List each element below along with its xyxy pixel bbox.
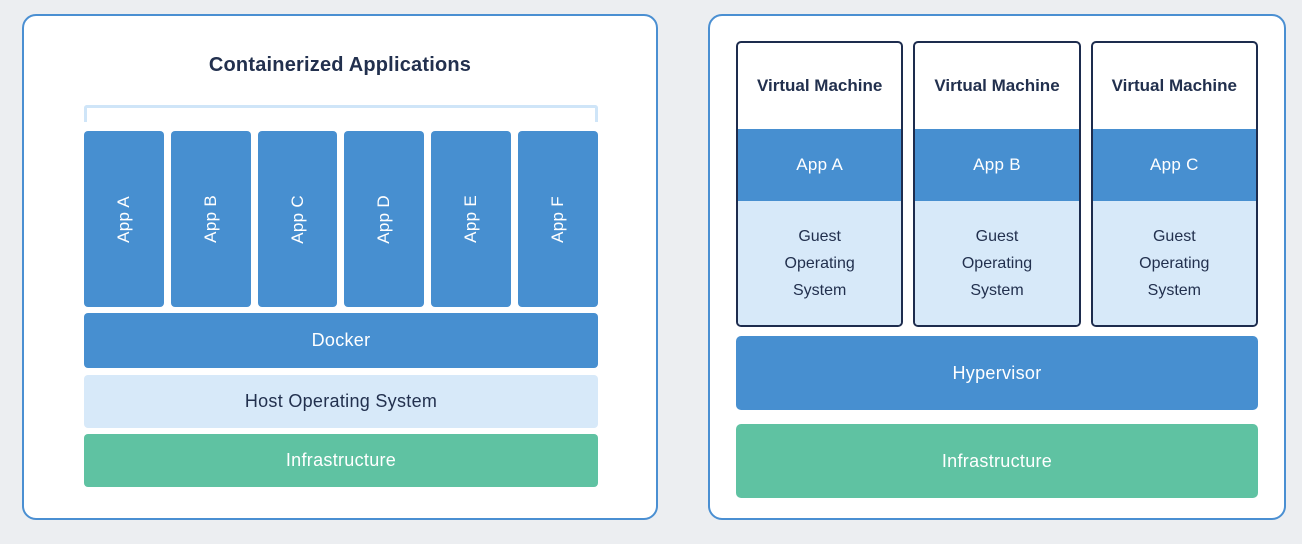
vm-guest-os-label: Guest Operating System (1139, 227, 1210, 299)
app-label: App C (287, 194, 307, 244)
apps-row: App A App B App C App D App E App F (84, 131, 598, 307)
vm-guest-os-label: Guest Operating System (784, 227, 855, 299)
host-os-layer-label: Host Operating System (244, 391, 438, 411)
app-label: App B (200, 195, 220, 243)
containers-panel: Containerized Applications App A App B A… (22, 14, 658, 520)
containers-panel-title: Containerized Applications (208, 54, 472, 76)
vm-title: Virtual Machine (934, 76, 1060, 95)
vm-guest-os: Guest Operating System (738, 201, 902, 325)
app-box-a: App A (84, 131, 164, 307)
app-label: App F (548, 195, 568, 243)
vm-title: Virtual Machine (1111, 76, 1237, 95)
vm-box-1: Virtual Machine App A Guest Operating Sy… (736, 41, 904, 327)
apps-group-bracket (84, 105, 598, 122)
vm-panel: Virtual Machine App A Guest Operating Sy… (708, 14, 1286, 520)
app-box-c: App C (257, 131, 338, 307)
app-box-d: App D (344, 131, 425, 307)
vm-app-band: App A (738, 129, 902, 201)
app-label: App A (113, 195, 133, 243)
vm-row: Virtual Machine App A Guest Operating Sy… (736, 41, 1258, 327)
infrastructure-layer-right: Infrastructure (736, 424, 1258, 498)
app-box-e: App E (431, 131, 512, 307)
docker-layer-label: Docker (311, 330, 371, 350)
vm-title: Virtual Machine (756, 76, 883, 95)
hypervisor-layer: Hypervisor (736, 336, 1258, 410)
vm-app-band: App B (915, 129, 1079, 201)
vm-app-band: App C (1092, 129, 1256, 201)
app-label: App E (461, 195, 481, 243)
infrastructure-layer-label: Infrastructure (941, 450, 1053, 471)
vm-box-2: Virtual Machine App B Guest Operating Sy… (913, 41, 1081, 327)
app-box-f: App F (518, 131, 598, 307)
vm-guest-os: Guest Operating System (915, 201, 1079, 325)
app-label: App D (374, 194, 394, 244)
infrastructure-layer-label: Infrastructure (285, 450, 397, 470)
infrastructure-layer-left: Infrastructure (84, 434, 598, 487)
vm-guest-os-label: Guest Operating System (961, 227, 1033, 299)
vm-guest-os: Guest Operating System (1092, 201, 1256, 325)
app-box-b: App B (170, 131, 251, 307)
vm-box-3: Virtual Machine App C Guest Operating Sy… (1090, 41, 1258, 327)
docker-layer: Docker (84, 313, 598, 368)
hypervisor-layer-label: Hypervisor (952, 362, 1042, 383)
host-os-layer: Host Operating System (84, 375, 598, 428)
